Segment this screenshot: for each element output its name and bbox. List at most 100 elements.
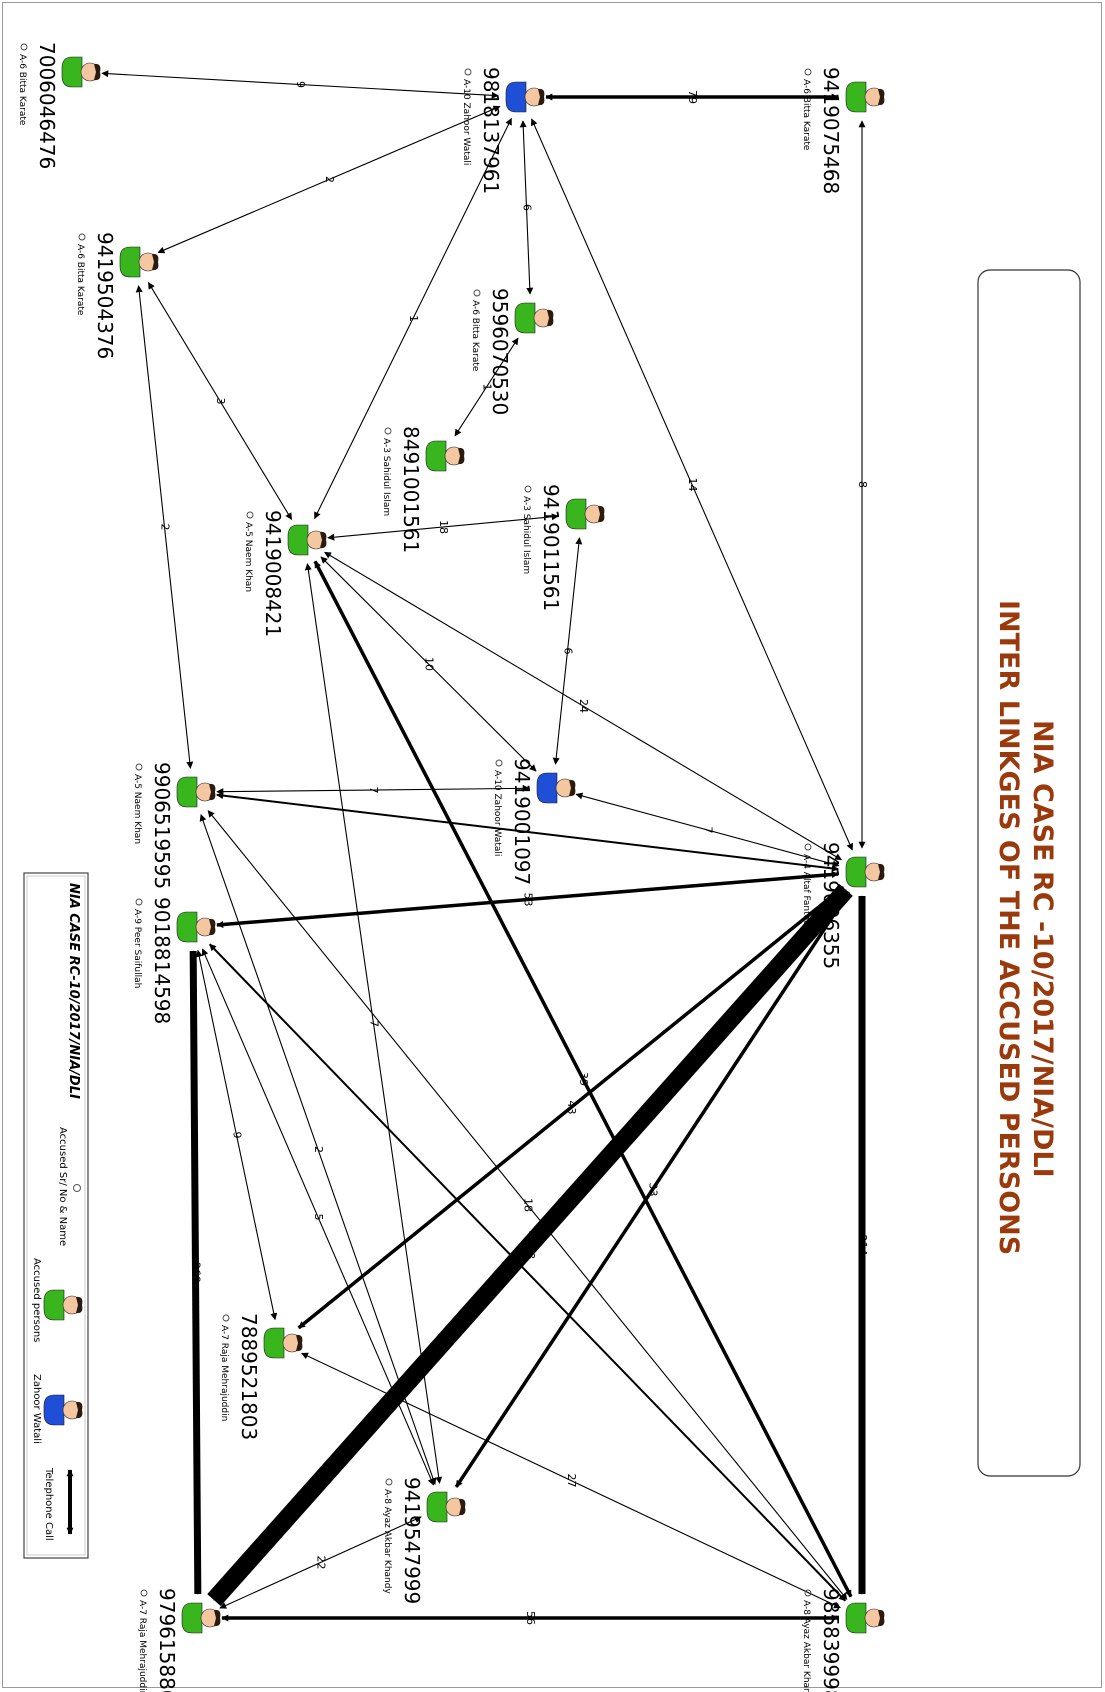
circle-icon: [140, 1589, 148, 1597]
person-icon: [181, 1602, 221, 1634]
call-link-line: [327, 513, 559, 541]
call-count-label: 6: [521, 204, 534, 211]
phone-number: 9018814598: [150, 897, 174, 1024]
call-link: 27: [301, 1352, 841, 1609]
call-link: 2: [157, 105, 501, 254]
legend-item-label: Accused Sr/ No & Name: [57, 1127, 68, 1246]
call-count-label: 214: [856, 1235, 869, 1256]
accused-node: 9419504376 A-6 Bitta Karate: [75, 232, 159, 359]
call-link: 7: [575, 792, 840, 868]
call-link: 6: [552, 537, 583, 765]
phone-number: 9419006355: [819, 842, 843, 969]
call-count-label: 1: [407, 315, 420, 322]
person-icon: [263, 1327, 303, 1359]
call-count-label: 8: [856, 481, 869, 488]
circle-icon: [804, 1589, 812, 1597]
circle-icon: [73, 1184, 81, 1192]
call-count-label: 53: [522, 893, 535, 907]
call-count-label: 56: [524, 1611, 537, 1625]
call-link: 18: [207, 810, 848, 1600]
call-link: 8: [856, 120, 869, 849]
call-count-label: 3: [214, 398, 227, 405]
phone-number: 9818137961: [479, 67, 503, 194]
accused-label: A-10 Zahoor Watali: [492, 770, 502, 856]
call-link: 1: [314, 117, 512, 520]
circle-icon: [246, 511, 254, 519]
call-link: 43: [297, 885, 845, 1330]
call-link-line: [314, 117, 512, 520]
legend-item-telephone: Telephone Call: [43, 1467, 74, 1541]
circle-icon: [473, 289, 481, 297]
call-link: 3: [147, 281, 293, 521]
call-count-label: 24: [577, 699, 590, 713]
title-line-1: NIA CASE RC -10/2017/NIA/DLI: [1027, 720, 1058, 1178]
call-count-label: 18: [522, 1198, 535, 1212]
person-icon: [845, 81, 885, 113]
person-icon: [514, 302, 554, 334]
accused-label: A-9 Peer Saifullah: [132, 909, 142, 988]
person-icon: [61, 56, 101, 88]
call-link-line: [135, 285, 194, 769]
legend-title: NIA CASE RC-10/2017/NIA/DLI: [66, 883, 81, 1099]
accused-label: A-5 Naem Khan: [243, 522, 253, 592]
call-link: 14: [530, 118, 854, 851]
title-box: NIA CASE RC -10/2017/NIA/DLI INTER LINKG…: [977, 269, 1081, 1477]
circle-icon: [20, 43, 28, 51]
circle-icon: [135, 898, 143, 906]
call-count-label: 7: [367, 787, 380, 794]
circle-icon: [384, 427, 392, 435]
phone-number: 9419504376: [93, 232, 117, 359]
call-link: 9: [101, 70, 499, 99]
accused-node: 8491001561 A-3 Sahidul Islam: [381, 426, 465, 553]
accused-label: A-7 Raja Mehrajuddin: [137, 1600, 147, 1692]
call-link-line: [454, 337, 519, 437]
circle-icon: [222, 1314, 230, 1322]
call-count-label: 33: [647, 1183, 660, 1197]
call-count-label: 14: [686, 478, 699, 492]
circle-icon: [495, 759, 503, 767]
call-link: 39: [313, 560, 853, 1598]
call-link-line: [101, 70, 499, 99]
phone-number: 9906519595: [150, 762, 174, 889]
call-count-label: 2: [323, 176, 336, 183]
person-icon: [565, 498, 605, 530]
accused-label: A-3 Sahidul Islam: [381, 438, 391, 516]
phone-number: 7889521803: [237, 1313, 261, 1440]
accused-label: A-3 Sahidul Islam: [521, 496, 531, 574]
call-link: 269: [189, 950, 203, 1595]
circle-icon: [524, 485, 532, 493]
accused-label: A-4 Altaf Fantoos: [801, 854, 811, 931]
accused-label: A-10 Zahoor Watali: [461, 79, 471, 165]
accused-label: A-6 Bitta Karate: [470, 300, 480, 372]
legend: NIA CASE RC-10/2017/NIA/DLI Accused Sr/ …: [23, 872, 89, 1559]
accused-label: A-6 Bitta Karate: [75, 244, 85, 316]
call-link: 9: [195, 949, 278, 1321]
phone-number: 8491001561: [399, 426, 423, 553]
call-count-label: 10: [423, 657, 436, 671]
call-link-line: [519, 120, 534, 295]
person-icon: [43, 1394, 83, 1426]
call-count-label: 1: [481, 384, 494, 391]
accused-node: 9419006355 A-4 Altaf Fantoos: [801, 842, 885, 969]
phone-number: 9796158864: [155, 1588, 179, 1692]
call-count-label: 27: [565, 1474, 578, 1488]
call-count-label: 2: [159, 524, 172, 531]
accused-node: 9596070530 A-6 Bitta Karate: [470, 288, 554, 415]
call-count-label: 79: [686, 90, 699, 104]
phone-number: 9419008421: [261, 510, 285, 637]
accused-node: 9419008421 A-5 Naem Khan: [243, 510, 327, 637]
circle-icon: [464, 68, 472, 76]
call-link-line: [189, 950, 202, 1595]
phone-number: 9596070530: [488, 288, 512, 415]
call-count-label: 2: [312, 1146, 325, 1153]
call-count-label: 7: [702, 827, 715, 834]
accused-label: A-5 Naem Khan: [132, 774, 142, 844]
call-count-label: 4508: [524, 1231, 537, 1259]
